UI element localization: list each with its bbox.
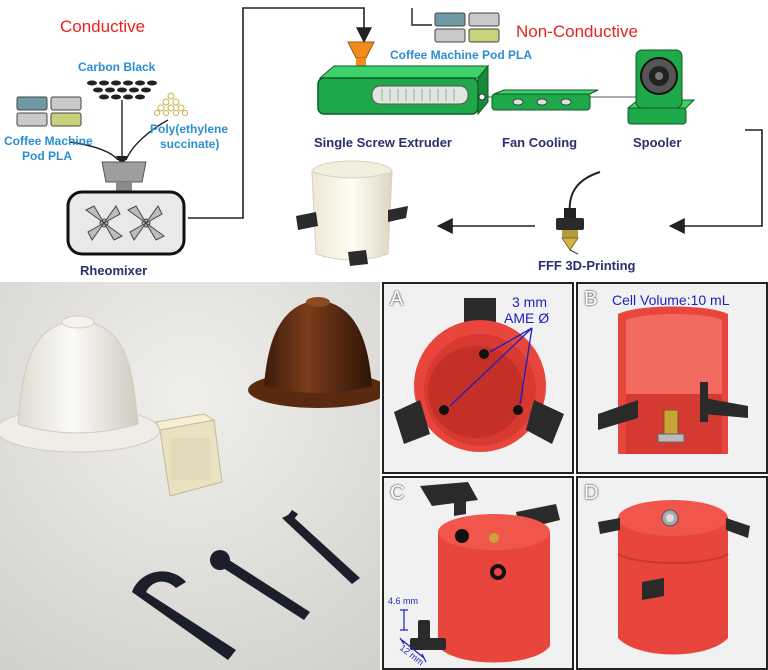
panel-d-letter: D xyxy=(584,482,599,504)
panel-a-letter: A xyxy=(390,288,404,310)
print-nozzle-icon xyxy=(556,208,584,255)
panel-b: B Cell Volume:10 mL xyxy=(576,282,768,474)
conductive-title: Conductive xyxy=(60,17,146,36)
panel-c: C 4.6 mm 12 mm xyxy=(382,476,574,670)
pes-label-line1: Poly(ethylene xyxy=(150,122,229,136)
panel-c-letter: C xyxy=(390,482,405,504)
coffee-pods-left-icon xyxy=(16,96,82,127)
spooler-label: Spooler xyxy=(633,135,682,150)
coffee-pod-pla-right-label: Coffee Machine Pod PLA xyxy=(390,48,533,62)
rheomixer-label: Rheomixer xyxy=(80,263,148,278)
panel-a: A 3 mm AME Ø xyxy=(382,282,574,474)
panel-b-annotation: Cell Volume:10 mL xyxy=(612,292,730,308)
panel-d-illustration xyxy=(598,500,750,655)
carbon-black-particles-icon xyxy=(87,80,157,100)
panel-a-illustration xyxy=(394,298,564,452)
nonconductive-title: Non-Conductive xyxy=(516,22,638,41)
fan-cooling-label: Fan Cooling xyxy=(502,135,578,150)
parts-illustration xyxy=(0,282,380,670)
coffee-pod-pla-left-line1: Coffee Machine xyxy=(4,134,93,148)
panel-a-annotation-line1: 3 mm xyxy=(512,294,547,310)
panel-c-dim-height: 4.6 mm xyxy=(388,596,419,606)
extruder-label: Single Screw Extruder xyxy=(314,135,452,150)
printed-cup-icon xyxy=(296,160,408,266)
coffee-pods-right-icon xyxy=(434,12,500,43)
photo-parts-overview xyxy=(0,282,380,670)
panel-b-letter: B xyxy=(584,288,598,310)
panel-c-illustration xyxy=(399,482,560,663)
coffee-pod-pla-left-line2: Pod PLA xyxy=(22,149,72,163)
process-schematic: Conductive Non-Conductive Carbon Black C… xyxy=(0,0,768,280)
panel-b-illustration xyxy=(598,306,748,454)
fff-printing-label: FFF 3D-Printing xyxy=(538,258,636,273)
panel-a-annotation-line2: AME Ø xyxy=(504,310,550,326)
extruder-icon xyxy=(317,41,490,116)
fan-cooling-icon xyxy=(491,89,599,111)
carbon-black-label: Carbon Black xyxy=(78,60,156,74)
panel-d: D xyxy=(576,476,768,670)
spooler-icon xyxy=(626,49,696,125)
pes-label-line2: succinate) xyxy=(160,137,220,151)
pes-granules-icon xyxy=(154,92,188,116)
rheomixer-icon xyxy=(66,161,186,256)
